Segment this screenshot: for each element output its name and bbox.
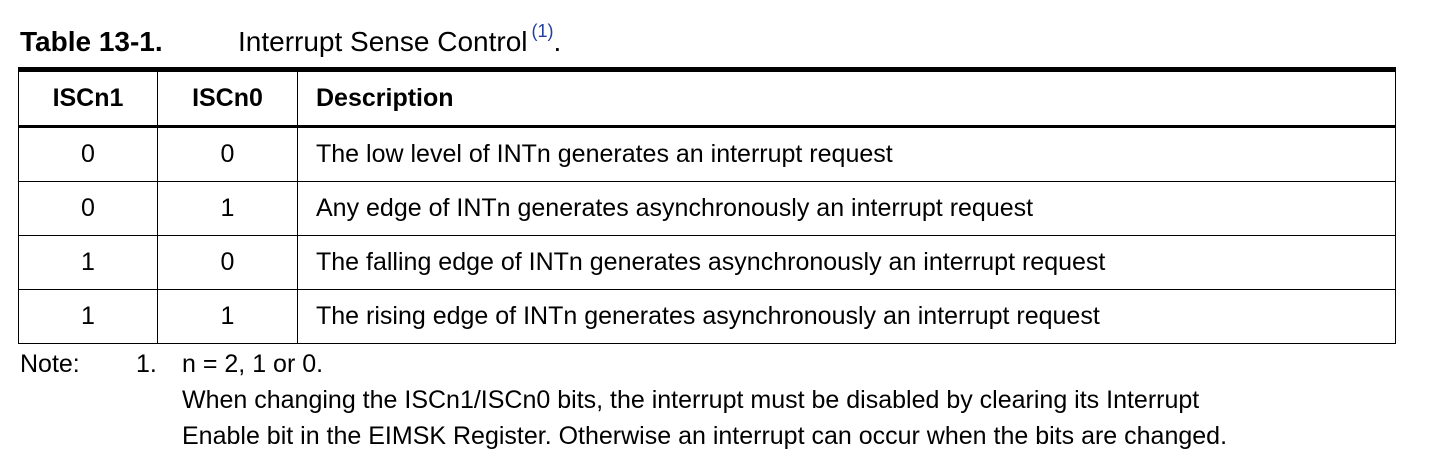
cell-iscn1: 1 xyxy=(18,235,158,290)
cell-iscn1: 0 xyxy=(18,181,158,236)
note-text: n = 2, 1 or 0. When changing the ISCn1/I… xyxy=(182,346,1432,454)
cell-iscn0: 0 xyxy=(157,235,298,290)
cell-description: The rising edge of INTn generates asynch… xyxy=(297,289,1396,344)
table-row: 0 1 Any edge of INTn generates asynchron… xyxy=(18,181,1396,236)
header-iscn0: ISCn0 xyxy=(157,69,298,128)
cell-iscn0: 1 xyxy=(157,181,298,236)
note-number: 1. xyxy=(136,350,157,378)
table-row: 0 0 The low level of INTn generates an i… xyxy=(18,126,1396,182)
cell-iscn0: 1 xyxy=(157,289,298,344)
interrupt-sense-table: ISCn1 ISCn0 Description 0 0 The low leve… xyxy=(18,67,1396,344)
note-line: n = 2, 1 or 0. xyxy=(182,350,324,378)
note-line: Enable bit in the EIMSK Register. Otherw… xyxy=(182,422,1228,450)
header-description: Description xyxy=(297,69,1396,128)
cell-description: The falling edge of INTn generates async… xyxy=(297,235,1396,290)
table-number: Table 13-1. xyxy=(20,26,163,57)
cell-iscn0: 0 xyxy=(157,126,298,182)
footnote-reference-link[interactable]: (1) xyxy=(531,21,554,41)
cell-description: The low level of INTn generates an inter… xyxy=(297,126,1396,182)
interrupt-sense-table-container: ISCn1 ISCn0 Description 0 0 The low leve… xyxy=(18,67,1396,344)
caption-period: . xyxy=(553,26,562,57)
table-row: 1 1 The rising edge of INTn generates as… xyxy=(18,289,1396,344)
cell-description: Any edge of INTn generates asynchronousl… xyxy=(297,181,1396,236)
note-label: Note: xyxy=(20,350,80,378)
note-line: When changing the ISCn1/ISCn0 bits, the … xyxy=(182,386,1200,414)
header-iscn1: ISCn1 xyxy=(18,69,158,128)
table-header-row: ISCn1 ISCn0 Description xyxy=(18,69,1396,128)
cell-iscn1: 0 xyxy=(18,126,158,182)
table-title: Interrupt Sense Control xyxy=(238,26,528,57)
table-caption: Table 13-1. Interrupt Sense Control(1). xyxy=(20,21,562,62)
cell-iscn1: 1 xyxy=(18,289,158,344)
table-row: 1 0 The falling edge of INTn generates a… xyxy=(18,235,1396,290)
